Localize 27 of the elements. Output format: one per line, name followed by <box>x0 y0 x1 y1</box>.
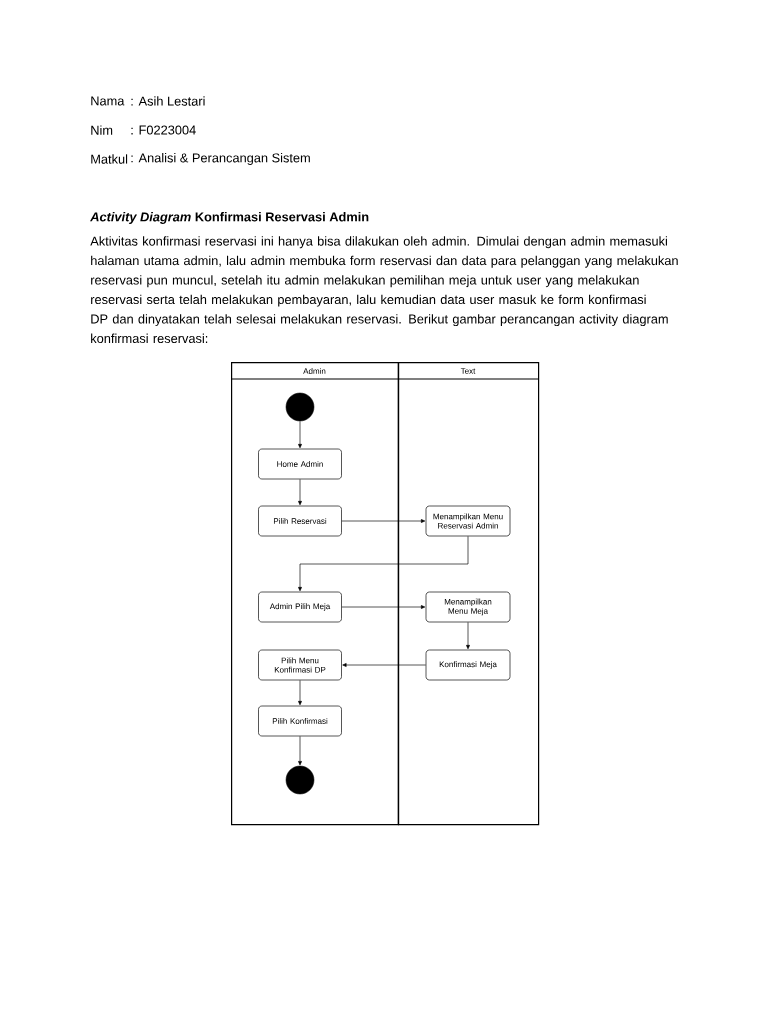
activity-box: Pilih Konfirmasi <box>258 705 342 737</box>
activity-node <box>285 765 315 795</box>
arrow <box>342 663 426 667</box>
arrow <box>466 622 470 650</box>
info-text: Nama <box>91 96 125 106</box>
arrow <box>298 479 302 506</box>
activity-box: Pilih Reservasi <box>258 505 342 537</box>
activity-box: Konfirmasi Meja <box>425 649 511 681</box>
arrow <box>298 680 302 706</box>
info-text: : Analisi & Perancangan Sistem <box>131 153 310 165</box>
activity-box: Menampilkan Menu Reservasi Admin <box>425 505 511 537</box>
arrow <box>298 536 469 592</box>
activity-box: Pilih Menu Konfirmasi DP <box>258 649 342 681</box>
activity-box: Admin Pilih Meja <box>258 591 342 623</box>
info-text: Nim <box>91 125 113 135</box>
activity-node <box>285 392 315 422</box>
info-text: : Asih Lestari <box>131 96 205 106</box>
info-text: Matkul <box>91 154 128 164</box>
info-text: : F0223004 <box>131 125 196 135</box>
arrow <box>341 519 426 523</box>
activity-box: Home Admin <box>258 448 342 480</box>
arrow <box>298 420 302 449</box>
arrow <box>298 736 302 766</box>
heading: Activity Diagram Konfirmasi Reservasi Admin <box>90 212 369 224</box>
paragraph: Aktivitas konfirmasi reservasi ini hanya bisa dilakukan oleh admin. Dimulai dengan admin memasuki halaman utama admin, lalu admin membuka form reservasi dan data para pelanggan yang melakukan reservasi pun muncul, setelah itu admin melakukan pemilihan meja untuk user yang melakukan reservasi serta telah melakukan pembayaran, lalu kemudian data user masuk ke form konfirmasi DP dan dinyatakan telah selesai melakukan reservasi. Berikut gambar perancangan activity diagram konfirmasi reservasi: <box>90 236 678 343</box>
arrow <box>341 605 426 609</box>
activity-box: Menampilkan Menu Meja <box>425 591 511 623</box>
